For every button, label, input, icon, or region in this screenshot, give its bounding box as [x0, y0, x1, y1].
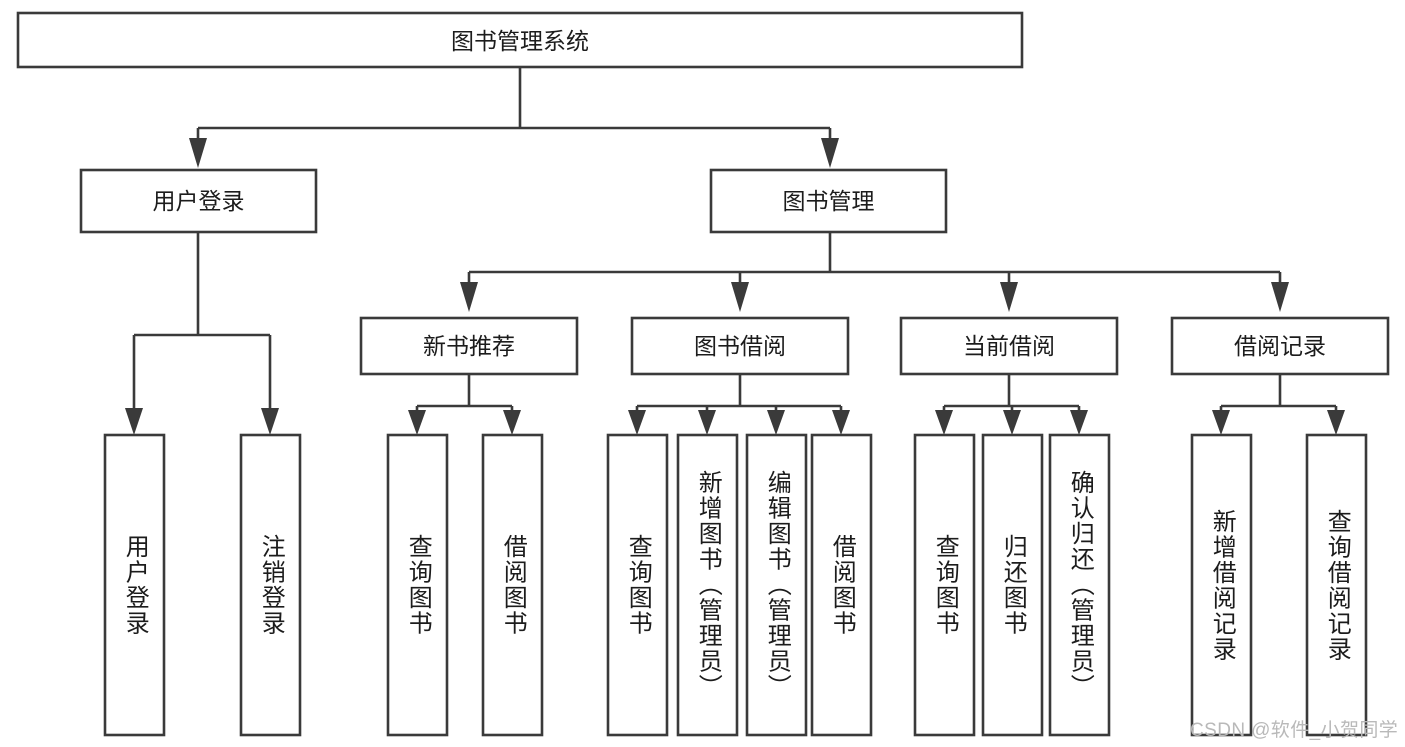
- connector-group-root: [189, 67, 839, 168]
- node-leaf-box-9[interactable]: [981, 433, 1044, 737]
- node-root-label: 图书管理系统: [451, 28, 589, 54]
- arrow-head-to-book-mgmt: [821, 138, 839, 168]
- connector-group-new-book: [408, 374, 521, 435]
- arrow-head-leaf-2: [261, 408, 279, 435]
- node-leaf-box-5[interactable]: [676, 433, 739, 737]
- arrow-head-leaf-10: [1003, 410, 1021, 435]
- node-level2-box-1[interactable]: [709, 168, 948, 234]
- node-leaf-box-0[interactable]: [103, 433, 166, 737]
- node-level2-label-0: 用户登录: [153, 188, 245, 214]
- arrow-head-leaf-1: [125, 408, 143, 435]
- node-level2-label-1: 图书管理: [783, 188, 875, 214]
- arrow-head-leaf-7: [767, 410, 785, 435]
- connector-group-user-login: [125, 232, 279, 435]
- arrow-head-leaf-11: [1070, 410, 1088, 435]
- node-level3-box-2[interactable]: [899, 316, 1119, 376]
- node-leaf-box-12[interactable]: [1305, 433, 1368, 737]
- arrow-head-to-borrow: [731, 282, 749, 312]
- arrow-head-leaf-5: [628, 410, 646, 435]
- node-level3-box-0[interactable]: [359, 316, 579, 376]
- node-leaf-box-6[interactable]: [745, 433, 808, 737]
- watermark-label: CSDN @软件_小贺同学: [1190, 720, 1399, 741]
- node-leaf-box-1[interactable]: [239, 433, 302, 737]
- node-level3-box-3[interactable]: [1170, 316, 1390, 376]
- arrow-head-leaf-12: [1212, 410, 1230, 435]
- node-level3-label-2: 当前借阅: [963, 333, 1055, 359]
- arrow-head-to-user-login: [189, 138, 207, 168]
- node-root-box[interactable]: [16, 11, 1024, 69]
- node-leaf-box-8[interactable]: [913, 433, 976, 737]
- arrow-head-to-borrow-record: [1271, 282, 1289, 312]
- node-leaf-box-10[interactable]: [1048, 433, 1111, 737]
- arrow-head-leaf-8: [832, 410, 850, 435]
- arrow-head-leaf-3: [408, 410, 426, 435]
- connector-group-borrow-record: [1212, 374, 1345, 435]
- arrow-head-leaf-4: [503, 410, 521, 435]
- node-level3-label-0: 新书推荐: [423, 333, 515, 359]
- node-level3-box-1[interactable]: [630, 316, 850, 376]
- arrow-head-leaf-9: [935, 410, 953, 435]
- node-leaf-box-11[interactable]: [1190, 433, 1253, 737]
- node-leaf-box-3[interactable]: [481, 433, 544, 737]
- arrow-head-to-new-book: [460, 282, 478, 312]
- arrow-head-to-current-borrow: [1000, 282, 1018, 312]
- node-level2-box-0[interactable]: [79, 168, 318, 234]
- node-leaf-box-4[interactable]: [606, 433, 669, 737]
- arrow-head-leaf-6: [698, 410, 716, 435]
- arrow-head-leaf-13: [1327, 410, 1345, 435]
- node-leaf-box-2[interactable]: [386, 433, 449, 737]
- node-level3-label-1: 图书借阅: [694, 333, 786, 359]
- connector-group-book-mgmt: [460, 232, 1289, 312]
- connector-group-current-borrow: [935, 374, 1088, 435]
- connector-group-borrow: [628, 374, 850, 435]
- node-leaf-box-7[interactable]: [810, 433, 873, 737]
- node-level3-label-3: 借阅记录: [1234, 333, 1326, 359]
